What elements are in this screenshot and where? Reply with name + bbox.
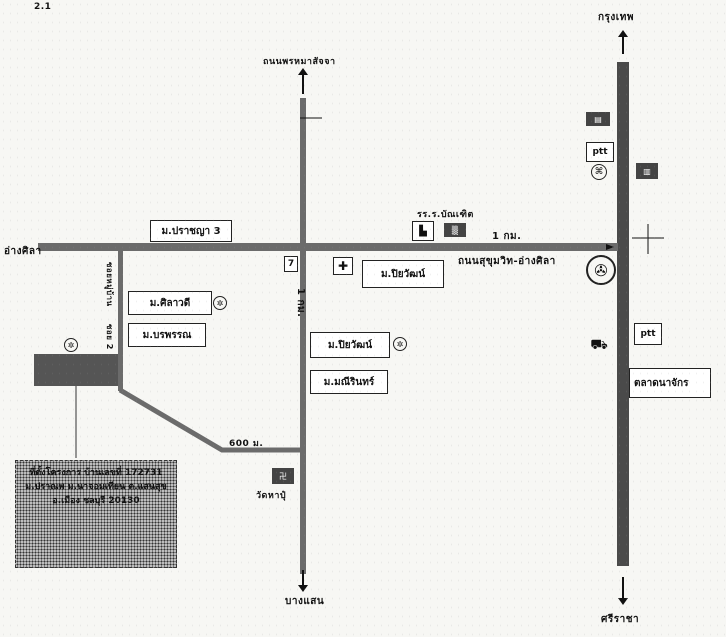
arrow-north-center: [298, 68, 308, 94]
page-number-label: 2.1: [34, 2, 52, 12]
label-distance-vertical: 1 กม.: [295, 288, 306, 318]
place-school: รร.ร.บัณเฑิต: [417, 210, 474, 220]
place-village-siwari: ม.ศิลาวดี: [128, 291, 212, 315]
label-side-road-left: ซอยหมู่บ้าน: [105, 262, 114, 307]
place-village-burapa: ม.บรพรรณ: [128, 323, 206, 347]
shop-sign-icon-right: ▥: [636, 163, 658, 179]
hospital-cross-icon: ✚: [333, 257, 353, 275]
ptt-top-icon: ptt: [586, 142, 614, 162]
label-distance-horizontal: 1 กม.: [492, 231, 522, 242]
arrow-north-right: [618, 30, 628, 54]
place-village-piyawat-mid: ม.ปิยวัฒน์: [310, 332, 390, 358]
landmark-circle-icon-siwari: ✲: [213, 296, 227, 310]
shop-sign-icon-top: ▤: [586, 112, 610, 126]
arrow-east-main: [606, 244, 614, 250]
project-info-text: ที่ตั้งโครงการ บ้านเลขที่ 172731 ม.ปราณพ…: [25, 468, 167, 506]
arrow-south-center: [298, 570, 308, 592]
project-site-block: [34, 354, 118, 386]
place-village-manee: ม.มณีรินทร์: [310, 370, 388, 394]
highway-vertical: [617, 62, 629, 566]
road-main-horizontal: [38, 243, 618, 251]
landmark-circle-icon-left: ✲: [64, 338, 78, 352]
wat-sign-icon: 卍: [272, 468, 294, 484]
school-sign-icon: ▒: [444, 223, 466, 237]
label-side-road-left2: ซอย 2: [105, 324, 114, 350]
destination-north-right: กรุงเทพ: [598, 12, 634, 23]
ptt-bottom-icon: ptt: [634, 323, 662, 345]
landmark-circle-icon-piyawat: ✲: [393, 337, 407, 351]
road-left-vertical: [118, 251, 123, 391]
label-main-road: ถนนสุขุมวิท-อ่างศิลา: [458, 256, 556, 267]
place-village-prachaya: ม.ปราชญา 3: [150, 220, 232, 242]
car-icon: ⛟: [590, 337, 608, 353]
destination-south-right: ศรีราชา: [601, 614, 640, 625]
arrow-south-right: [618, 577, 628, 605]
project-info-box: [15, 460, 177, 568]
road-center-vertical: [300, 98, 306, 574]
seven-eleven-icon: 7: [284, 256, 298, 272]
destination-north-center: ถนนพรหมาสัจจา: [263, 57, 336, 67]
place-village-piyawat-top: ม.ปิยวัฒน์: [362, 260, 444, 288]
place-market: ตลาดนาจักร: [629, 368, 711, 398]
ptt-logo-icon: ⌘: [591, 164, 607, 180]
destination-west: อ่างศิลา: [4, 246, 42, 257]
destination-south-center: บางแสน: [285, 596, 325, 607]
mercedes-logo-icon: ✇: [586, 255, 616, 285]
place-wat: วัดหาปุ๋: [256, 491, 287, 501]
school-building-icon: ▙: [412, 221, 434, 241]
label-distance-diagonal: 600 ม.: [229, 439, 264, 449]
